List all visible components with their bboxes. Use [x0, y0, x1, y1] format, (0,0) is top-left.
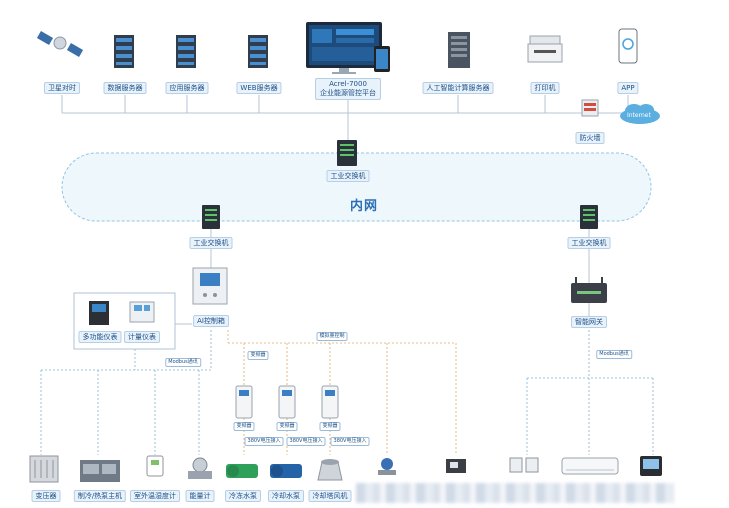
- phone-icon: [618, 28, 638, 64]
- vfd-3-icon: [321, 385, 339, 419]
- flow-meter-icon: [446, 459, 466, 473]
- data-server-label: 数据服务器: [103, 82, 147, 94]
- energy-meter-icon: [188, 457, 212, 479]
- cooling-tower-icon: [317, 459, 343, 481]
- obscured-labels-region: [356, 483, 674, 503]
- valve-icon: [378, 458, 396, 475]
- right-switch-icon: [580, 205, 598, 229]
- top-bus: [61, 95, 629, 142]
- firewall-label: 防火墙: [575, 132, 605, 144]
- ai-cabinet-label: AI控制箱: [193, 315, 229, 327]
- firewall-icon: [581, 99, 599, 117]
- modbus-right-label: Modbus通讯: [596, 350, 632, 359]
- panel-icon: [509, 457, 539, 473]
- air-conditioner-icon: [561, 457, 619, 475]
- thermostat-icon: [640, 456, 662, 476]
- left-switch-icon: [202, 205, 220, 229]
- control-lines: [227, 330, 457, 455]
- internet-label: Internet: [627, 112, 651, 119]
- analog-link-label: 模拟量控制: [316, 332, 348, 341]
- web-server-icon: [248, 35, 268, 68]
- device-label: 能量计: [185, 490, 215, 502]
- vfd-3-input-label: 380V电压接入: [330, 437, 370, 446]
- data-server-icon: [114, 35, 134, 68]
- ai-cabinet-icon: [192, 267, 228, 305]
- internet-cloud-icon: [620, 104, 660, 124]
- chiller-icon: [80, 460, 120, 482]
- vfd-2-icon: [278, 385, 296, 419]
- vfd-2-input-label: 380V电压接入: [286, 437, 326, 446]
- modbus-right-lines: [526, 330, 654, 455]
- device-label: 制冷/热泵主机: [73, 490, 127, 502]
- core-switch-icon: [337, 140, 357, 166]
- device-label: 冷却塔风机: [308, 490, 352, 502]
- platform-label-line2: 企业能源管控平台: [320, 89, 376, 97]
- device-label: 冷冻水泵: [225, 490, 261, 502]
- satellite-icon: [36, 31, 84, 57]
- printer-icon: [527, 35, 563, 63]
- chilled-water-pump-icon: [226, 464, 258, 478]
- app-server-icon: [176, 35, 196, 68]
- app-server-label: 应用服务器: [165, 82, 209, 94]
- multi-meter-label: 多功能仪表: [78, 331, 122, 343]
- modbus-left-label: Modbus通讯: [165, 358, 201, 367]
- ai-server-label: 人工智能计算服务器: [422, 82, 494, 94]
- device-label: 冷却水泵: [268, 490, 304, 502]
- metering-meter-label: 计量仪表: [124, 331, 160, 343]
- satellite-label: 卫星对时: [44, 82, 80, 94]
- vfd-link-label: 变频器: [247, 351, 269, 360]
- vfd-3-label: 变频器: [319, 422, 341, 431]
- intranet-title: 内网: [349, 199, 379, 214]
- device-label: 室外温湿度计: [130, 490, 180, 502]
- gateway-label: 智能网关: [571, 316, 607, 328]
- right-switch-label: 工业交换机: [567, 237, 611, 249]
- transformer-icon: [29, 455, 59, 483]
- ai-server-icon: [448, 32, 470, 68]
- platform-label-line1: Acrel-7000: [329, 80, 367, 88]
- vfd-2-label: 变频器: [276, 422, 298, 431]
- web-server-label: WEB服务器: [236, 82, 282, 94]
- gateway-icon: [571, 277, 607, 303]
- vfd-1-icon: [235, 385, 253, 419]
- lower-links: [175, 218, 590, 325]
- thermometer-icon: [146, 455, 164, 477]
- app-label: APP: [617, 82, 639, 94]
- platform-label: Acrel-7000 企业能源管控平台: [315, 78, 381, 100]
- left-switch-label: 工业交换机: [189, 237, 233, 249]
- platform-monitor-icon: [306, 22, 390, 74]
- device-label: 变压器: [31, 490, 61, 502]
- vfd-1-input-label: 380V电压接入: [244, 437, 284, 446]
- cooling-water-pump-icon: [270, 464, 302, 478]
- modbus-left-lines: [40, 330, 212, 455]
- core-switch-label: 工业交换机: [326, 170, 370, 182]
- printer-label: 打印机: [530, 82, 560, 94]
- vfd-1-label: 变频器: [233, 422, 255, 431]
